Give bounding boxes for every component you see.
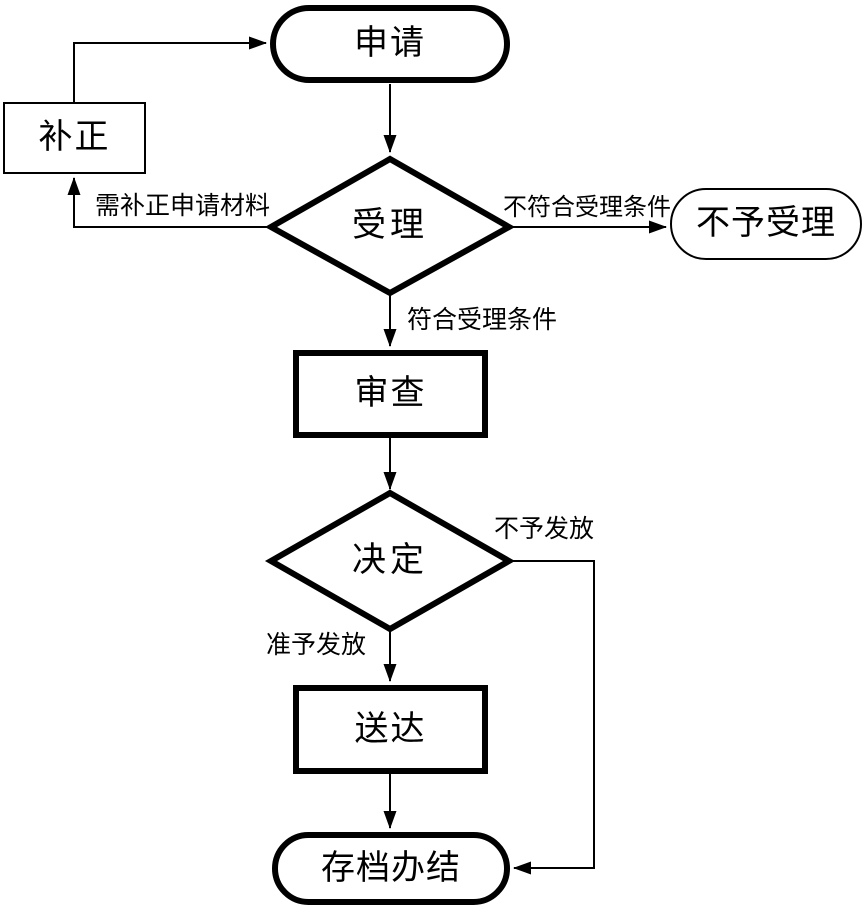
node-decision: 决定 xyxy=(310,538,470,584)
node-apply: 申请 xyxy=(270,5,510,83)
node-archive-label: 存档办结 xyxy=(321,849,461,887)
node-not-accepted-label: 不予受理 xyxy=(696,205,836,242)
node-accept-label: 受理 xyxy=(352,207,428,244)
node-deliver-label: 送达 xyxy=(354,710,427,748)
node-archive: 存档办结 xyxy=(272,832,510,905)
edge-decision-to-archive xyxy=(509,560,595,875)
node-accept: 受理 xyxy=(310,203,470,249)
node-deliver: 送达 xyxy=(293,685,488,774)
edge-accept-to-correction xyxy=(67,177,271,228)
node-correction-label: 补正 xyxy=(38,119,111,156)
edge-label-not-issue: 不予发放 xyxy=(494,516,595,543)
edge-label-meet-conditions: 符合受理条件 xyxy=(407,307,558,334)
decision-diamond-shape xyxy=(264,489,516,633)
accept-diamond-shape xyxy=(264,155,516,297)
node-correction: 补正 xyxy=(3,102,146,174)
edge-label-issue: 准予发放 xyxy=(266,632,367,659)
node-review-label: 审查 xyxy=(354,375,427,412)
edge-label-need-correction: 需补正申请材料 xyxy=(95,193,271,220)
edge-label-not-meet-conditions: 不符合受理条件 xyxy=(503,195,671,221)
edge-correction-to-apply xyxy=(73,36,267,103)
node-apply-label: 申请 xyxy=(354,25,426,62)
node-not-accepted: 不予受理 xyxy=(670,188,862,260)
node-decision-label: 决定 xyxy=(352,542,428,579)
node-review: 审查 xyxy=(293,350,488,438)
